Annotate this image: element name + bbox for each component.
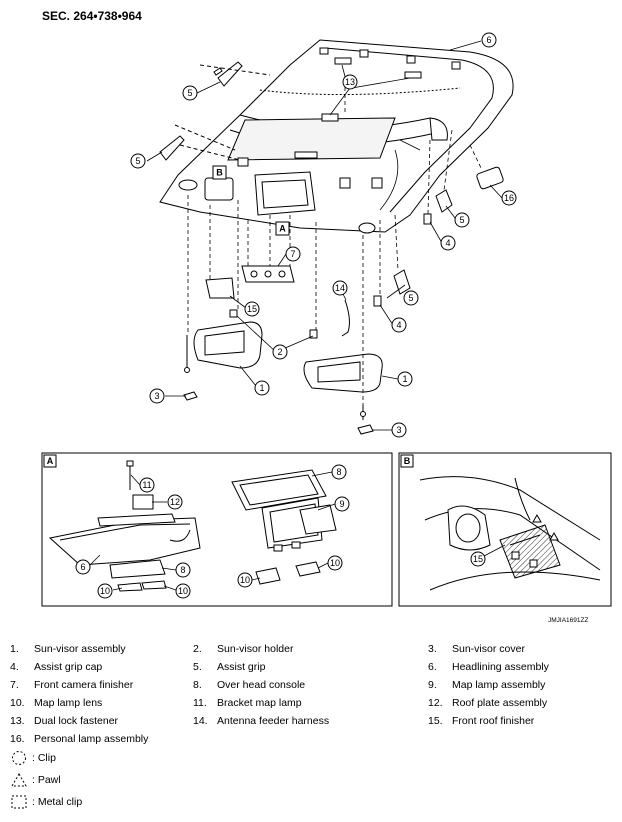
svg-text:6: 6 bbox=[486, 35, 491, 45]
callout-B bbox=[212, 165, 227, 180]
assist-grip-upper bbox=[159, 61, 271, 161]
svg-text:4: 4 bbox=[445, 238, 450, 248]
callout-14 bbox=[332, 280, 348, 296]
callout-1a bbox=[254, 380, 270, 396]
legend-item: 4.Assist grip cap bbox=[10, 661, 103, 673]
callout-16 bbox=[501, 190, 517, 206]
svg-text:5: 5 bbox=[408, 293, 413, 303]
callout-4b bbox=[391, 317, 407, 333]
svg-text:5: 5 bbox=[187, 88, 192, 98]
callout-1b bbox=[397, 371, 413, 387]
svg-text:15: 15 bbox=[247, 304, 257, 314]
callout-3a bbox=[149, 388, 165, 404]
svg-text:16: 16 bbox=[504, 193, 514, 203]
svg-text:7: 7 bbox=[290, 249, 295, 259]
svg-text:3: 3 bbox=[154, 391, 159, 401]
svg-text:10: 10 bbox=[100, 586, 110, 596]
detail-panel-a: A bbox=[41, 452, 393, 607]
legend-item: 15.Front roof finisher bbox=[428, 715, 535, 727]
legend-item: 3.Sun-visor cover bbox=[428, 643, 525, 655]
svg-text:5: 5 bbox=[459, 215, 464, 225]
sun-visors bbox=[183, 321, 383, 435]
callout-4a bbox=[440, 235, 456, 251]
legend-item: 9.Map lamp assembly bbox=[428, 679, 546, 691]
svg-text:8: 8 bbox=[180, 565, 185, 575]
legend-symbol-metal-clip: : Metal clip bbox=[10, 794, 82, 814]
svg-text:1: 1 bbox=[259, 383, 264, 393]
metal-clip-icon bbox=[11, 795, 27, 809]
callout-6 bbox=[481, 32, 497, 48]
svg-text:B: B bbox=[404, 456, 411, 466]
legend-item: 6.Headlining assembly bbox=[428, 661, 549, 673]
right-side-parts bbox=[373, 166, 504, 307]
exploded-diagram: 6 5 13 5 B 16 5 A 7 4 14 15 5 4 2 1 1 3 … bbox=[41, 32, 612, 607]
legend-symbol-clip: : Clip bbox=[10, 750, 56, 770]
legend-item: 5.Assist grip bbox=[193, 661, 266, 673]
callout-15 bbox=[244, 301, 260, 317]
svg-text:5: 5 bbox=[135, 156, 140, 166]
front-parts bbox=[205, 265, 318, 339]
svg-text:10: 10 bbox=[240, 575, 250, 585]
svg-text:10: 10 bbox=[330, 558, 340, 568]
callouts-main bbox=[130, 32, 517, 438]
svg-text:9: 9 bbox=[339, 499, 344, 509]
callout-2 bbox=[272, 344, 288, 360]
detail-panel-b: B 15 bbox=[398, 452, 612, 607]
legend-item: 1.Sun-visor assembly bbox=[10, 643, 126, 655]
headlining-assembly bbox=[159, 39, 514, 234]
callout-5d bbox=[403, 290, 419, 306]
svg-text:A: A bbox=[279, 224, 286, 234]
callout-5a bbox=[182, 85, 198, 101]
svg-text:11: 11 bbox=[142, 480, 151, 490]
legend-symbol-pawl: : Pawl bbox=[10, 772, 61, 792]
svg-text:4: 4 bbox=[396, 320, 401, 330]
section-reference: SEC. 264•738•964 bbox=[42, 9, 142, 23]
legend-item: 10.Map lamp lens bbox=[10, 697, 103, 709]
svg-text:13: 13 bbox=[345, 77, 355, 87]
clip-icon bbox=[12, 751, 26, 765]
svg-text:3: 3 bbox=[396, 425, 401, 435]
legend-item: 2.Sun-visor holder bbox=[193, 643, 294, 655]
callout-A bbox=[275, 221, 290, 236]
figure-code: JMJIA1691ZZ bbox=[548, 617, 589, 624]
callout-7 bbox=[285, 246, 301, 262]
legend-item: 8.Over head console bbox=[193, 679, 306, 691]
callout-13 bbox=[342, 74, 358, 90]
legend-item: 14.Antenna feeder harness bbox=[193, 715, 330, 727]
svg-text:8: 8 bbox=[336, 467, 341, 477]
pawl-icon bbox=[11, 773, 27, 787]
svg-text:10: 10 bbox=[178, 586, 188, 596]
callout-5b bbox=[130, 153, 146, 169]
svg-text:1: 1 bbox=[402, 374, 407, 384]
legend-item: 11.Bracket map lamp bbox=[193, 697, 302, 709]
callout-5c bbox=[454, 212, 470, 228]
svg-text:A: A bbox=[47, 456, 54, 466]
legend-item: 7.Front camera finisher bbox=[10, 679, 134, 691]
legend-item: 12.Roof plate assembly bbox=[428, 697, 548, 709]
legend-item: 13.Dual lock fastener bbox=[10, 715, 119, 727]
legend-item: 16.Personal lamp assembly bbox=[10, 733, 149, 745]
antenna-feeder-harness bbox=[341, 299, 350, 337]
svg-text:2: 2 bbox=[277, 347, 282, 357]
svg-text:6: 6 bbox=[80, 562, 85, 572]
svg-text:15: 15 bbox=[473, 554, 483, 564]
svg-text:12: 12 bbox=[170, 497, 180, 507]
callout-3b bbox=[391, 422, 407, 438]
svg-text:B: B bbox=[216, 168, 223, 178]
svg-text:14: 14 bbox=[335, 283, 345, 293]
